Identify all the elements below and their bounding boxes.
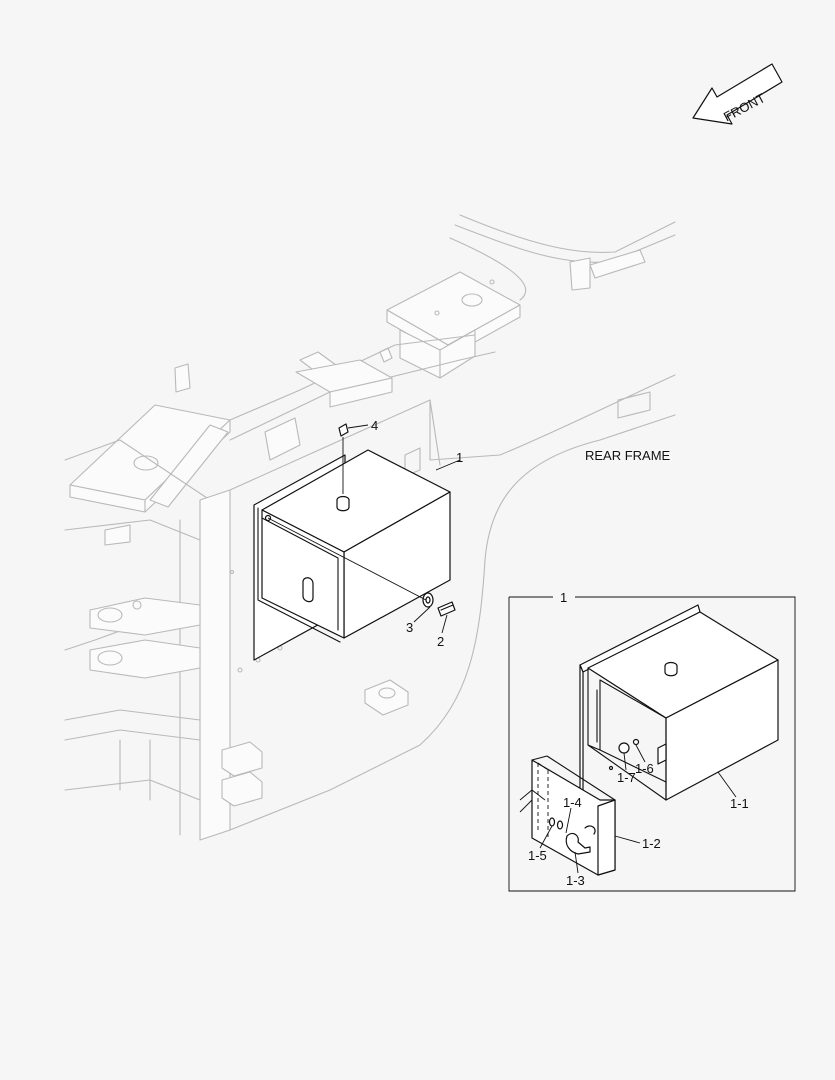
main-leaders [267, 424, 461, 634]
detail-view-title: 1 [560, 590, 567, 605]
washer-part [422, 592, 434, 608]
callout-box-body: 1-1 [730, 796, 749, 811]
grease-fitting-part [338, 423, 349, 437]
detail-leaders [519, 744, 737, 874]
callout-lock-part-b: 1-5 [528, 848, 547, 863]
callout-lock-part-a: 1-4 [563, 795, 582, 810]
callout-catch-cap: 1-7 [617, 770, 636, 785]
bolt-part [437, 601, 456, 617]
callout-grease-nipple: 4 [371, 418, 378, 433]
callout-lock: 1-3 [566, 873, 585, 888]
callout-washer: 3 [406, 620, 413, 635]
rear-frame-label: REAR FRAME [585, 448, 671, 463]
rear-frame-drawing [64, 214, 676, 841]
toolbox-assembly [253, 449, 451, 661]
detail-view-box [508, 596, 796, 892]
detail-door [531, 755, 616, 876]
front-direction-arrow: FRONT [692, 63, 783, 125]
callout-bolt: 2 [437, 634, 444, 649]
callout-catch: 1-6 [635, 761, 654, 776]
callout-door: 1-2 [642, 836, 661, 851]
callout-toolbox: 1 [456, 450, 463, 465]
detail-box-body [579, 604, 779, 801]
